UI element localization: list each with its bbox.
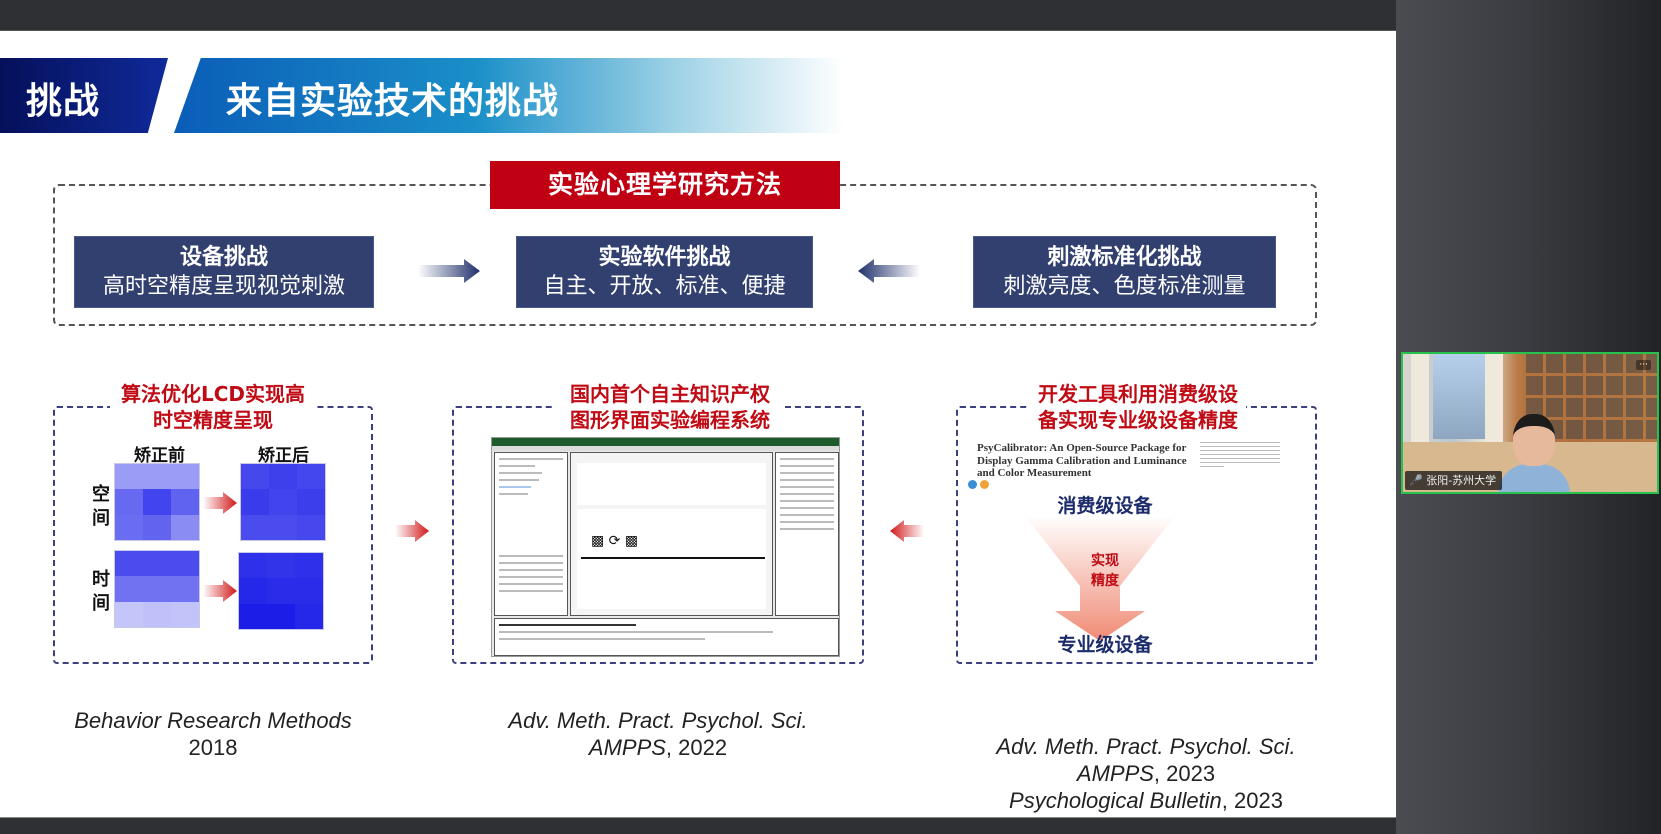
microphone-icon: 🎤 [1409, 474, 1423, 487]
arrow-right-icon [395, 520, 429, 542]
section-label: 挑战 [0, 58, 168, 133]
arrow-right-icon [418, 259, 480, 283]
grid-time-before [114, 550, 200, 628]
slide-title-banner: 来自实验技术的挑战 [174, 58, 844, 133]
funnel-arrow-icon [1025, 516, 1175, 641]
open-data-badge-icon [968, 480, 977, 489]
top-toolbar [0, 0, 1396, 31]
method-tag: 实验心理学研究方法 [490, 161, 840, 209]
arrow-right-icon [203, 492, 237, 514]
citation-panel-2: Adv. Meth. Pract. Psychol. Sci. AMPPS, 2… [508, 708, 808, 760]
psybuilder-screenshot: ▩ ⟳ ▩ [491, 437, 840, 657]
panel-lcd-title: 算法优化LCD实现高 时空精度呈现 [110, 381, 316, 433]
bottom-toolbar [0, 817, 1396, 834]
precision-label: 实现 精度 [1091, 553, 1119, 589]
section-label-text: 挑战 [26, 81, 101, 122]
panel-software-title: 国内首个自主知识产权 图形界面实验编程系统 [555, 381, 785, 433]
pro-device-label: 专业级设备 [1057, 634, 1153, 656]
participant-avatar [1498, 414, 1570, 492]
challenge-software: 实验软件挑战 自主、开放、标准、便捷 [516, 236, 813, 308]
panel-calibrator-title: 开发工具利用消费级设 备实现专业级设备精度 [1030, 381, 1246, 433]
paper-meta [1200, 439, 1280, 470]
participant-video-tile[interactable]: ··· 🎤 张阳-苏州大学 [1401, 352, 1659, 494]
arrow-left-icon [858, 259, 920, 283]
shared-slide: 挑战 来自实验技术的挑战 实验心理学研究方法 设备挑战 高时空精度呈现视觉刺激 … [0, 31, 1396, 817]
participant-name: 张阳-苏州大学 [1426, 474, 1497, 487]
label-space: 空间 [92, 484, 110, 529]
participant-name-tag: 🎤 张阳-苏州大学 [1405, 471, 1503, 490]
variables-pane [775, 452, 839, 616]
grid-space-after [240, 463, 326, 541]
label-time: 时间 [92, 569, 110, 614]
label-after: 矫正后 [258, 446, 309, 466]
challenge-device: 设备挑战 高时空精度呈现视觉刺激 [74, 236, 374, 308]
more-options-button[interactable]: ··· [1636, 360, 1651, 370]
grid-space-before [114, 463, 200, 541]
arrow-left-icon [890, 520, 924, 542]
consumer-device-label: 消费级设备 [1057, 495, 1153, 517]
output-pane [494, 618, 839, 656]
slide-title: 来自实验技术的挑战 [226, 81, 560, 122]
citation-panel-1: Behavior Research Methods 2018 [74, 708, 352, 760]
grid-time-after [238, 552, 324, 630]
structure-pane [494, 452, 568, 616]
challenge-stimulus: 刺激标准化挑战 刺激亮度、色度标准测量 [973, 236, 1276, 308]
timeline-pane: ▩ ⟳ ▩ [570, 452, 773, 616]
arrow-right-icon [203, 580, 237, 602]
paper-title: PsyCalibrator: An Open-Source Package fo… [977, 442, 1187, 479]
label-before: 矫正前 [134, 446, 185, 466]
open-materials-badge-icon [980, 480, 989, 489]
citation-panel-3: Adv. Meth. Pract. Psychol. Sci. AMPPS, 2… [996, 734, 1296, 813]
